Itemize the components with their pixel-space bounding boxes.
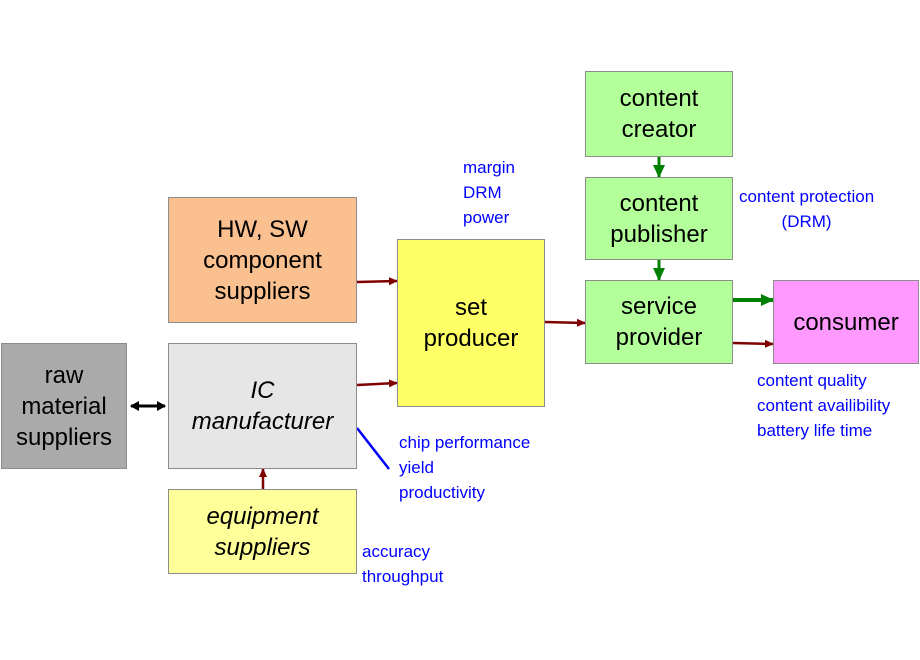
equipment-suppliers-box: equipment suppliers <box>168 489 357 574</box>
hw-sw-line-2: component <box>203 246 322 274</box>
set-producer-note-line-2: DRM <box>463 183 502 202</box>
service-provider-box: service provider <box>585 280 733 364</box>
equipment-line-2: suppliers <box>214 533 311 561</box>
consumer-note-line-2: content availibility <box>757 396 891 415</box>
hw-sw-component-suppliers-box: HW, SW component suppliers <box>168 197 357 323</box>
arrow-set-producer-to-service-provider <box>544 318 586 327</box>
consumer-note: content quality content availibility bat… <box>757 368 890 443</box>
arrow-hwsw-to-set-producer <box>356 277 398 286</box>
content-creator-line-1: content <box>619 85 699 112</box>
raw-material-line-2: material <box>21 392 107 420</box>
content-publisher-line-2: publisher <box>610 220 708 248</box>
equipment-note-line-2: throughput <box>362 567 444 586</box>
consumer-note-line-1: content quality <box>757 371 867 390</box>
consumer-line-1: consumer <box>793 308 899 336</box>
equipment-line-1: equipment <box>206 502 319 530</box>
ic-manufacturer-box: IC manufacturer <box>168 343 357 469</box>
ic-manufacturer-note-line-2: yield <box>399 458 434 477</box>
set-producer-note-line-1: margin <box>463 158 515 177</box>
ic-manufacturer-note: chip performance yield productivity <box>399 430 530 505</box>
service-provider-line-1: service <box>620 293 698 320</box>
ic-manufacturer-line-2: manufacturer <box>191 408 334 435</box>
consumer-note-line-3: battery life time <box>757 421 873 440</box>
arrow-ic-to-set-producer <box>356 379 398 388</box>
set-producer-note-line-3: power <box>463 208 510 227</box>
equipment-note-line-1: accuracy <box>362 542 431 561</box>
ic-manufacturer-line-1: IC <box>250 377 275 404</box>
ic-manufacturer-note-line-1: chip performance <box>399 433 531 452</box>
consumer-box: consumer <box>773 280 919 364</box>
ic-manufacturer-note-line-3: productivity <box>399 483 485 502</box>
arrow-service-provider-to-consumer-supply <box>732 339 774 348</box>
equipment-note: accuracy throughput <box>362 539 443 589</box>
content-publisher-line-1: content <box>619 189 699 217</box>
raw-material-line-1: raw <box>44 361 84 389</box>
set-producer-line-2: producer <box>423 325 519 352</box>
service-provider-line-2: provider <box>615 324 703 351</box>
content-publisher-note-line-1: content protection <box>739 187 875 206</box>
content-publisher-note-line-2: (DRM) <box>781 212 832 231</box>
hw-sw-line-3: suppliers <box>214 277 311 305</box>
note-connector-ic <box>356 427 390 470</box>
set-producer-box: set producer <box>397 239 545 407</box>
hw-sw-line-1: HW, SW <box>217 215 308 243</box>
raw-material-line-3: suppliers <box>15 423 113 451</box>
content-publisher-note: content protection (DRM) <box>739 184 874 234</box>
content-publisher-box: content publisher <box>585 177 733 260</box>
raw-material-suppliers-box: raw material suppliers <box>1 343 127 469</box>
set-producer-note: margin DRM power <box>463 155 515 230</box>
content-creator-line-2: creator <box>621 116 697 143</box>
set-producer-line-1: set <box>454 294 487 321</box>
content-creator-box: content creator <box>585 71 733 157</box>
